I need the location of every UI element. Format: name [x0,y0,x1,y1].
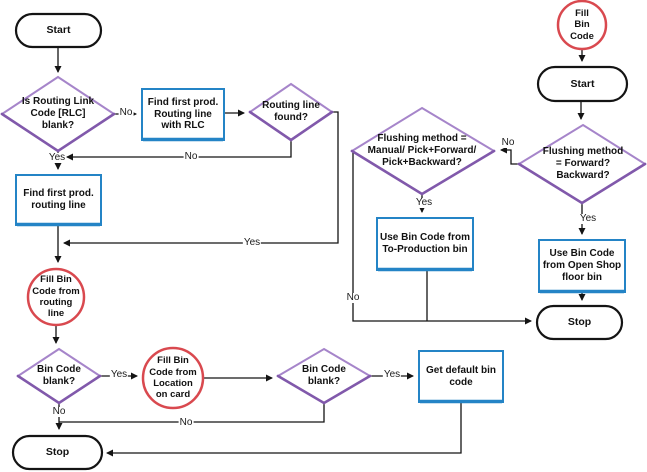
process-use-to-production [376,217,474,271]
edge-forward-no [500,146,518,165]
decision-routing-found [248,82,334,142]
decision-flush-forward [517,123,647,205]
decision-rlc-blank [0,75,116,153]
terminator-stop-right [535,304,624,341]
process-find-with-rlc [141,88,225,141]
decision-flush-forward-shade [517,162,647,205]
decision-routing-found-shade [248,110,334,142]
edge-bin2-no [59,403,325,423]
terminator-start-right [536,65,629,103]
process-use-open-shop [538,239,626,293]
edge-manual-no [352,152,532,325]
decision-bin-blank-2 [276,347,372,405]
circle-fill-bin-code [556,0,608,51]
decision-flush-manual [350,106,496,196]
decision-bin-blank-1 [16,347,102,405]
process-get-default-bin [418,350,504,403]
edge-found-no [66,140,292,161]
edge-found-yes [63,111,339,247]
terminator-start-left [14,12,103,49]
decision-rlc-blank-shade [0,112,116,153]
decision-flush-manual-shade [350,149,496,196]
decision-bin-blank-2-shade [276,374,372,405]
terminator-stop-left [11,434,104,471]
decision-bin-blank-1-shade [16,374,102,405]
process-find-routing [15,174,102,226]
circle-fill-from-location [141,346,205,410]
edge-default-to-stop [106,402,462,457]
circle-fill-from-routing [26,267,86,327]
